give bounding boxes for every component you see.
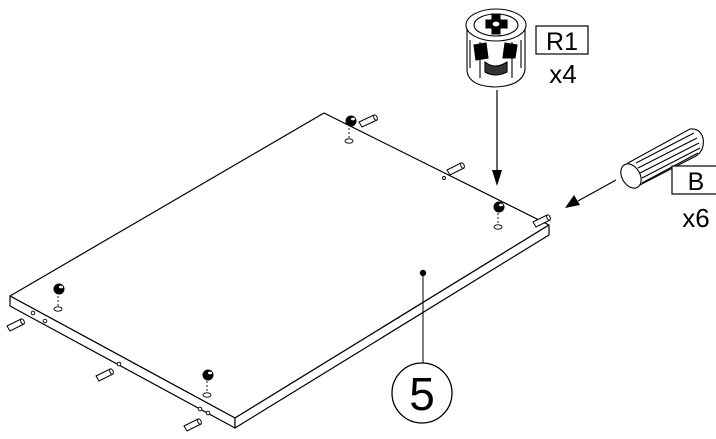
panel-5: [9, 112, 550, 429]
part-b-code: B: [688, 168, 705, 196]
panel-right-edge: [234, 224, 550, 429]
cam-lock-left: [53, 283, 65, 312]
part-r1-qty: x4: [549, 59, 576, 89]
dowel-mid: [446, 162, 465, 176]
part-r1-label: R1 x4: [535, 25, 589, 89]
cam-lock-right: [493, 201, 505, 230]
panel-number: 5: [409, 368, 435, 420]
cam-lock-top: [344, 115, 357, 144]
cam-lock-r1-icon: [465, 8, 527, 88]
face-holes: [442, 176, 446, 180]
panel-top-face: [9, 112, 550, 419]
cam-lock-bottom: [202, 369, 214, 398]
dowel-right: [532, 214, 551, 228]
dowels: [6, 114, 551, 432]
dowel-left: [6, 318, 25, 332]
dowel-front-mid: [95, 368, 114, 382]
part-b-qty: x6: [682, 203, 709, 233]
dowel-bottom: [183, 418, 202, 432]
edge-holes: [30, 310, 211, 416]
panel-number-callout: 5: [391, 269, 453, 424]
dowel-top: [358, 114, 378, 128]
part-b-label: B x6: [671, 165, 716, 233]
part-r1-code: R1: [546, 28, 578, 56]
arrow-r1: [492, 90, 502, 186]
arrow-b: [565, 179, 617, 208]
dowel-b-icon: [620, 128, 704, 189]
